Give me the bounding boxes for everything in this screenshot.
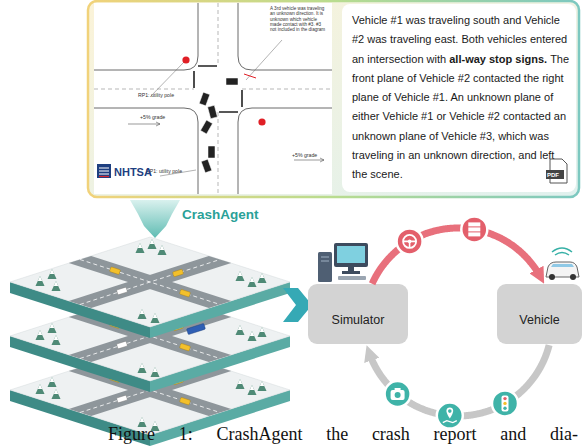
stop-bars: [194, 66, 242, 112]
pdf-icon: [546, 159, 567, 183]
traffic-light-icon: [503, 407, 506, 410]
steering-icon: [397, 228, 423, 254]
camera-icon: [385, 381, 411, 407]
road-layer: [10, 237, 290, 338]
server-icon: [468, 227, 480, 231]
sketch-roads: [94, 108, 198, 194]
server-icon: [461, 216, 487, 242]
map-icon: [437, 403, 463, 429]
box-title: Vehicle: [519, 313, 559, 327]
vehicle-box: Vehicle: [497, 284, 582, 344]
agency-logo-text: NHTSA: [114, 166, 152, 179]
vehicle-icon: [551, 264, 574, 267]
map-icon: [448, 409, 452, 413]
computer-icon: [334, 243, 368, 267]
sketch-vehicles: [208, 146, 215, 158]
steering-icon: [408, 240, 412, 244]
vehicle-icon: [570, 274, 576, 280]
steering-icon: [403, 241, 416, 248]
sketch-roads: [238, 3, 332, 70]
computer-icon: [321, 257, 329, 261]
figure-caption: Figure 1: CrashAgent the crash report an…: [108, 423, 578, 445]
crash-sketch: A 3rd vehicle was traveling an unknown d…: [94, 3, 332, 194]
camera-icon: [395, 388, 401, 390]
agency-logo-mark: [97, 164, 111, 178]
computer-icon: [338, 276, 366, 280]
sketch-roads: [94, 3, 332, 194]
system-name: CrashAgent: [182, 207, 259, 222]
camera-icon: [395, 392, 401, 398]
computer-icon: [318, 252, 332, 282]
traffic-light-icon: [492, 390, 518, 416]
report-text: The front plane of Vehicle #2 contacted …: [352, 53, 569, 181]
sketch-label: +5% grade: [292, 153, 317, 159]
pdf-icon: [550, 159, 567, 183]
sketch-vehicles: [200, 120, 212, 134]
report-text-bold: all-way stop signs.: [449, 53, 547, 65]
sketch-vehicles: [199, 92, 210, 106]
cycle-arrow: [369, 345, 549, 416]
map-icon: [446, 408, 453, 419]
traffic-light-icon: [502, 395, 509, 411]
vehicle-icon: [552, 248, 572, 255]
vehicle-icon: [549, 274, 555, 280]
impact-mark: [244, 74, 256, 78]
sketch-roads: [94, 3, 198, 70]
computer-icon: [348, 267, 354, 272]
vehicle-icon: [546, 262, 579, 277]
leader-line: [150, 40, 282, 176]
map-icon: [443, 421, 457, 423]
sketch-roads: [238, 108, 332, 194]
box-title: Simulator: [332, 313, 385, 327]
agency-logo-mark: [97, 164, 111, 178]
computer-icon: [337, 246, 365, 263]
utility-pole: [182, 56, 189, 63]
server-icon: [468, 232, 480, 236]
sketch-vehicles: [201, 159, 212, 173]
computer-icon: [342, 271, 360, 274]
vehicle-icon: [546, 248, 579, 280]
simulator-box: Simulator: [308, 284, 408, 344]
sketch-paper: [94, 3, 332, 194]
sketch-label: RP1: utility pole: [138, 93, 174, 99]
utility-pole: [258, 118, 265, 125]
cycle-arrow: [372, 228, 540, 284]
steering-icon: [403, 235, 416, 248]
agency-logo-mark: [99, 176, 109, 177]
pdf-icon: [546, 170, 564, 179]
map-icon: [437, 403, 463, 429]
report-panel: [88, 1, 579, 197]
report-text-box: Vehicle #1 was traveling south and Vehic…: [342, 4, 576, 192]
grade-arrows: [128, 122, 324, 162]
sketch-note: A 3rd vehicle was traveling an unknown d…: [270, 6, 328, 32]
camera-icon: [391, 390, 405, 400]
sketch-vehicles: [199, 78, 238, 173]
agency-logo-mark: [99, 168, 109, 174]
flow-arrow-down: [130, 200, 180, 238]
sketch-centerlines: [94, 3, 332, 194]
traffic-light-icon: [503, 397, 506, 400]
sketch-label: +5% grade: [140, 115, 165, 121]
steering-icon: [397, 228, 423, 254]
traffic-light-icon: [503, 402, 506, 405]
server-icon: [461, 216, 487, 242]
camera-icon: [385, 381, 411, 407]
traffic-light-icon: [492, 390, 518, 416]
server-icon: [468, 222, 480, 226]
computer-icon: [318, 243, 368, 282]
sketch-vehicles: [208, 105, 218, 118]
sketch-vehicles: [226, 78, 238, 85]
